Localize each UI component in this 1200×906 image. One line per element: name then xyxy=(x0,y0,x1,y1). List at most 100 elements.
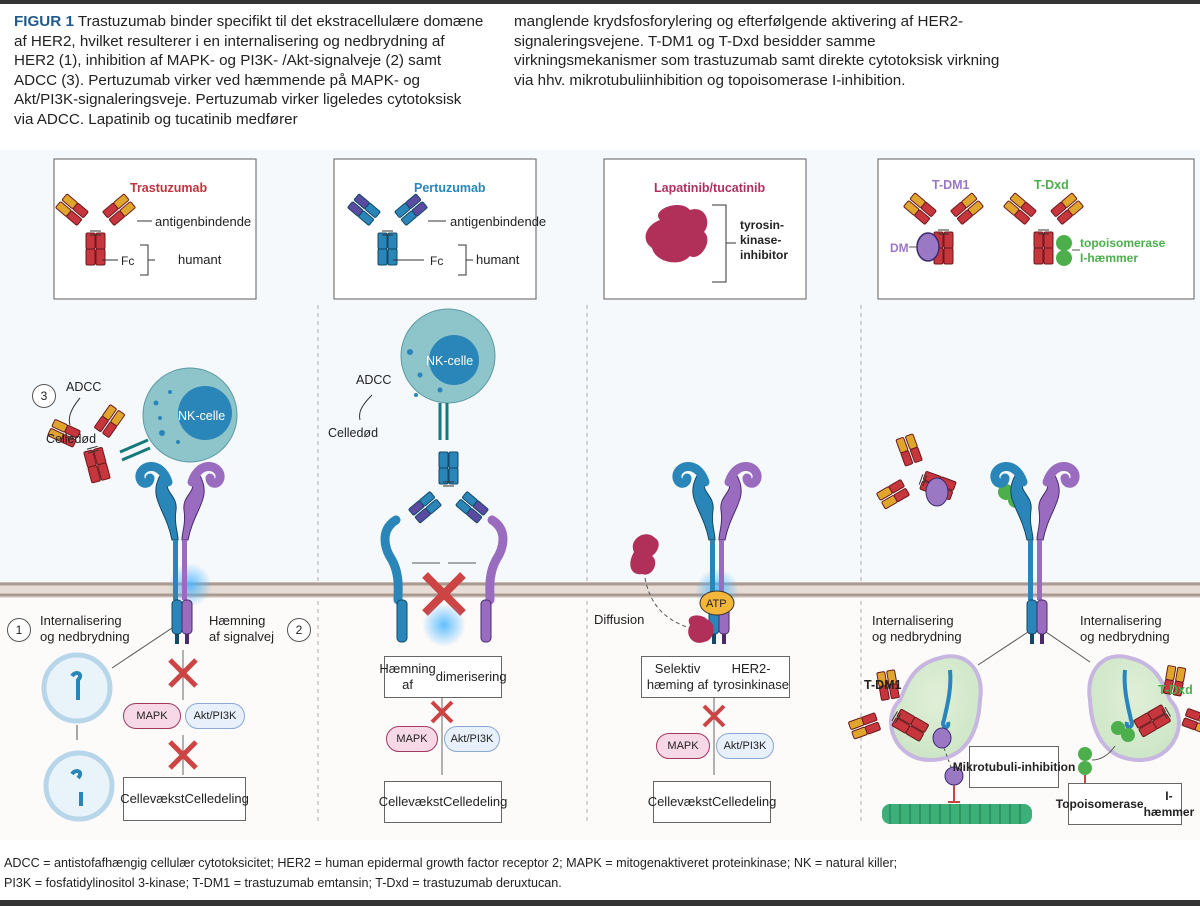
microtubule-inhibition-line: Mikrotubuli- xyxy=(952,760,1022,774)
her3-receptor-split xyxy=(485,515,508,605)
lapatinib-title: Lapatinib/tucatinib xyxy=(654,181,766,195)
dimerization-line: dimerisering xyxy=(435,669,507,684)
adcc-arrow xyxy=(68,397,81,426)
her2-intracellular-tail xyxy=(1026,599,1048,645)
mapk-pill: MAPK xyxy=(123,703,181,729)
cell-division-label: Celledeling xyxy=(711,794,777,809)
inhibition-x-icon xyxy=(430,700,454,724)
footnote-line: PI3K = fosfatidylinositol 3-kinase; T-DM… xyxy=(4,876,562,890)
cell-growth-label: Cellevækst xyxy=(647,794,712,809)
inhibition-x-icon xyxy=(168,658,198,688)
legend-box-pertuzumab xyxy=(333,158,537,300)
lysosome xyxy=(43,750,115,822)
step-2-badge: 2 xyxy=(287,618,311,642)
cell-growth-label: Cellevækst xyxy=(120,791,185,806)
akt-pi3k-pill: Akt/PI3K xyxy=(185,703,245,729)
internalized-receptor xyxy=(70,671,83,700)
atp-label: ATP xyxy=(706,598,727,610)
internalization-line: og nedbrydning xyxy=(40,629,130,644)
internalization-arrow xyxy=(111,627,173,669)
topo-payload xyxy=(1111,721,1125,735)
microtubule-segments xyxy=(889,804,1021,824)
legend-box-trastuzumab xyxy=(53,158,257,300)
diffusion-arrow xyxy=(644,577,691,629)
degraded-fragment xyxy=(79,792,83,806)
release-arrow xyxy=(1091,745,1116,761)
tki-molecule-icon xyxy=(645,204,708,263)
microtubule-inhibition-line: inhibition xyxy=(1021,760,1076,774)
tki-label-line: inhibitor xyxy=(740,248,788,262)
degraded-fragment xyxy=(70,769,83,780)
figure-label: FIGUR 1 xyxy=(14,13,74,30)
topo-payload xyxy=(1121,728,1135,742)
internalization-arrow xyxy=(977,631,1029,666)
caption-right: manglende krydsfosforylering og efterføl… xyxy=(514,13,1000,89)
mapk-pill: MAPK xyxy=(656,733,710,759)
tdm1-title: T-DM1 xyxy=(932,178,970,192)
legend-box-adc xyxy=(877,158,1195,300)
dm-payload-icon xyxy=(916,232,940,262)
tdm1-bound-antibody xyxy=(871,428,968,530)
internalization-line: Internalisering xyxy=(1080,613,1162,628)
signal-inhibition-line: af signalvej xyxy=(209,629,275,644)
internalization-line: og nedbrydning xyxy=(872,629,962,644)
topo-label-line: I-hæmmer xyxy=(1080,251,1139,265)
nk-cell-label: NK-celle xyxy=(426,354,474,368)
signal-glow xyxy=(168,563,212,607)
fc-receptor xyxy=(121,446,151,462)
dimerization-line: Hæmning af xyxy=(379,661,436,692)
dm-payload xyxy=(925,477,949,507)
adcc-arrow xyxy=(359,394,373,421)
cell-division-label: Celledeling xyxy=(442,794,508,809)
topoisomerase-line: I-hæmmer xyxy=(1143,789,1195,819)
her2-intracellular-tail xyxy=(171,599,193,645)
antigen-label: antigenbindende xyxy=(155,214,252,229)
celledod-label: Celledød xyxy=(328,426,379,440)
pertuzumab-title: Pertuzumab xyxy=(414,181,486,195)
released-topo xyxy=(1078,747,1092,761)
akt-pi3k-pill: Akt/PI3K xyxy=(444,726,500,752)
nk-cell-nucleus xyxy=(429,335,479,385)
microtubule-inhibition-box: Mikrotubuli-inhibition xyxy=(953,746,1075,788)
trastuzumab-title: Trastuzumab xyxy=(130,181,208,195)
mapk-pill: MAPK xyxy=(386,726,438,752)
adcc-label: ADCC xyxy=(356,373,392,387)
signal-inhibition-line: Hæmning xyxy=(209,613,266,628)
her2-receptor-split xyxy=(380,515,403,605)
internalization-line: Internalisering xyxy=(872,613,954,628)
fc-receptor xyxy=(119,438,149,454)
signal-glow xyxy=(422,603,466,647)
bottom-rule xyxy=(0,900,1200,906)
released-topo xyxy=(1078,761,1092,775)
tki-label-line: tyrosin- xyxy=(740,218,785,232)
inhibition-x-icon xyxy=(702,704,726,728)
release-arrow xyxy=(943,747,953,771)
tdm1-label: T-DM1 xyxy=(864,678,902,692)
topo-payload-icon xyxy=(1056,235,1072,251)
footnote-line: ADCC = antistofafhængig cellulær cytotok… xyxy=(4,856,898,870)
humant-bracket xyxy=(140,244,155,276)
caption-left: FIGUR 1 Trastuzumab binder specifikt til… xyxy=(14,12,484,130)
tki-bound-molecule xyxy=(688,615,714,643)
humant-bracket xyxy=(458,244,473,276)
internalization-line: og nedbrydning xyxy=(1080,629,1170,644)
topo-label-line: topoisomerase xyxy=(1080,236,1166,250)
selective-inhibition-line: Selektiv hæming af xyxy=(646,661,709,692)
adcc-label: ADCC xyxy=(66,380,102,394)
tki-label: tyrosin-kinase-inhibitor xyxy=(740,218,788,263)
dimerization-blocked-x-icon xyxy=(422,572,466,616)
humant-label: humant xyxy=(178,252,222,267)
antigen-label: antigenbindende xyxy=(450,214,547,229)
tki-molecule xyxy=(630,534,659,575)
